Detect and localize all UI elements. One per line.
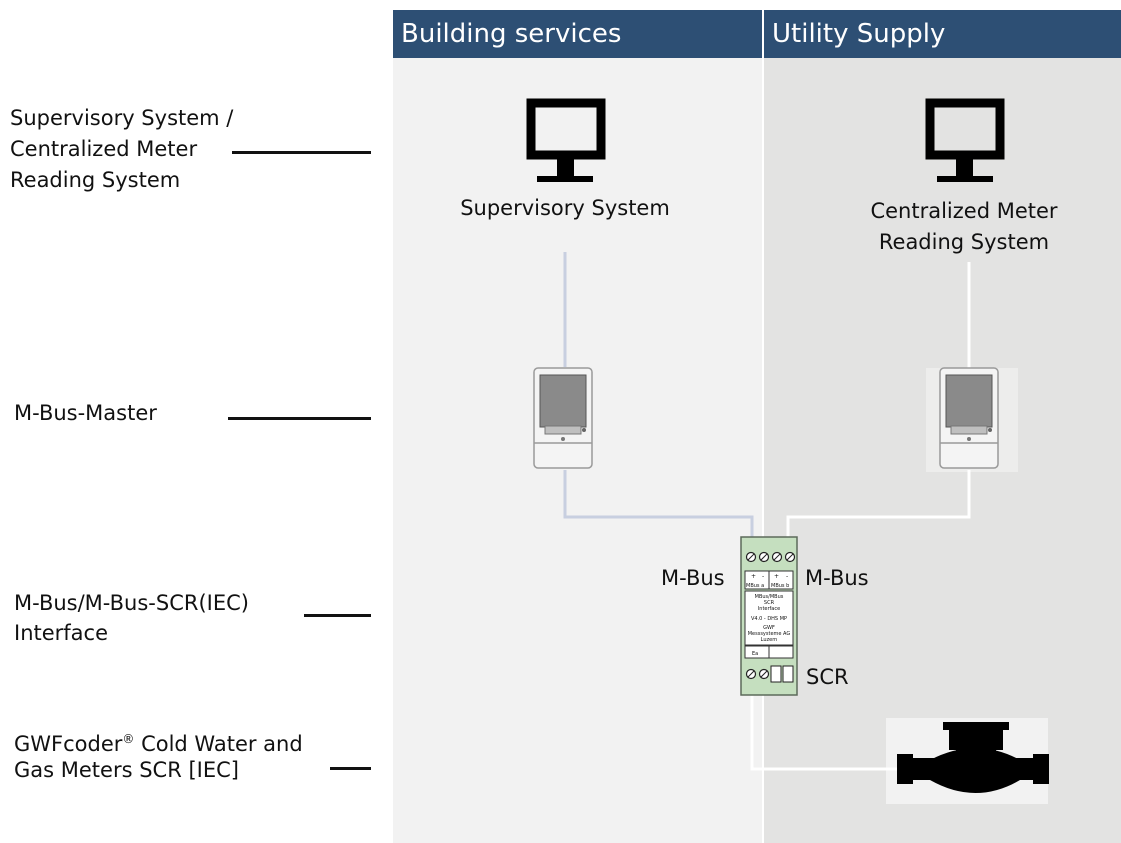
mbus-label-right: M-Bus — [805, 566, 869, 590]
supervisory-system-caption: Supervisory System — [460, 196, 670, 220]
device-port-b: MBus b — [771, 583, 789, 589]
device-label-plus1: + — [751, 573, 756, 580]
meter-wire — [750, 695, 902, 771]
water-meter-icon — [886, 718, 1049, 804]
device-text-line3: Interface — [758, 606, 780, 612]
legend-gwf-line1: GWFcoder® Cold Water and — [14, 724, 303, 760]
legend-gwf-rule — [330, 767, 371, 770]
mbus-label-left: M-Bus — [661, 566, 725, 590]
legend-gwf-rest: Cold Water and — [134, 732, 303, 756]
device-text-line5: GWF — [763, 625, 775, 631]
legend-interface-rule — [304, 614, 371, 617]
scr-label: SCR — [806, 665, 849, 689]
legend-supervisory-rule — [232, 151, 371, 154]
legend-master: M-Bus-Master — [14, 401, 157, 425]
legend-gwf-line2: Gas Meters SCR [IEC] — [14, 758, 239, 782]
legend-supervisory-line3: Reading System — [10, 168, 181, 192]
legend-supervisory-line2: Centralized Meter — [10, 137, 198, 161]
device-text-line7: Luzern — [761, 637, 778, 643]
device-label-minus2: - — [786, 573, 788, 580]
monitor-icon-right — [925, 98, 1005, 182]
utility-supply-header: Utility Supply — [764, 10, 1121, 58]
device-text-line6: Messsysteme AG — [748, 631, 791, 637]
device-text-line2: SCR — [764, 600, 775, 606]
monitor-icon-left — [526, 98, 606, 182]
legend-interface-line2: Interface — [14, 621, 109, 645]
left-wire — [563, 252, 754, 537]
registered-mark: ® — [122, 732, 135, 746]
central-reading-caption-line1: Centralized Meter — [870, 199, 1058, 223]
mbus-master-icon-right — [926, 367, 1018, 472]
legend-gwf-brand: GWFcoder — [14, 732, 123, 756]
device-label-minus1: - — [762, 573, 764, 580]
mbus-master-icon-left — [533, 367, 593, 469]
device-text-line1: MBus/MBus — [755, 594, 784, 600]
legend-master-rule — [228, 417, 371, 420]
central-reading-caption-line2: Reading System — [878, 230, 1050, 254]
interface-module-icon: + - + - MBus a MBus b MBus/MBus SCR Inte… — [740, 536, 798, 696]
device-port-a: MBus a — [746, 583, 764, 589]
building-services-header: Building services — [393, 10, 762, 58]
device-text-ea: Ea — [752, 651, 758, 657]
legend-supervisory-line1: Supervisory System / — [10, 106, 234, 130]
device-label-plus2: + — [774, 573, 779, 580]
legend-interface-line1: M-Bus/M-Bus-SCR(IEC) — [14, 591, 249, 615]
device-text-line4: V4.0 - DHS MP — [751, 616, 787, 622]
right-wire — [786, 262, 971, 537]
